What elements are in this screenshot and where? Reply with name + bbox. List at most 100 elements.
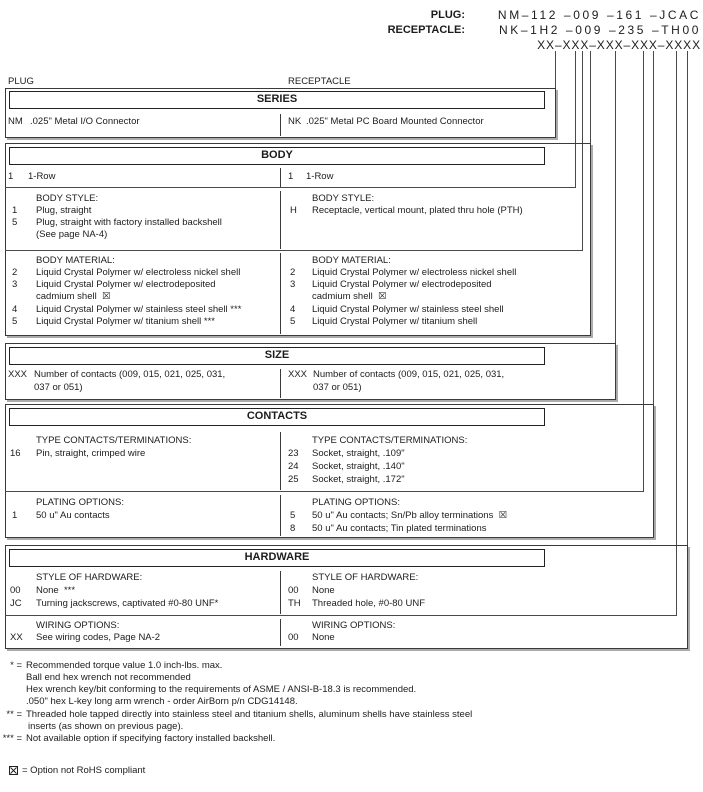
series-section-box xyxy=(5,88,556,138)
footnote-line-1d: .050" hex L-key long arm wrench - order … xyxy=(26,696,298,707)
body-material-recep-code-3: 4 xyxy=(290,304,296,315)
column-divider-hardware-wiring xyxy=(280,619,281,646)
hardware-title: HARDWARE xyxy=(244,551,310,563)
series-plug-code: NM xyxy=(8,116,23,127)
contacts-type-recep-desc-2: Socket, straight, .140" xyxy=(312,461,405,472)
contacts-plating-recep-code-1: 5 xyxy=(290,510,296,521)
hardware-style-recep-desc-1: None xyxy=(312,585,335,596)
column-divider-body-style xyxy=(280,191,281,249)
connector-line-series xyxy=(555,51,556,88)
footnote-line-3a: Not available option if specifying facto… xyxy=(26,733,276,744)
body-material-plug-code-1: 2 xyxy=(12,267,18,278)
hardware-header: HARDWARE xyxy=(9,549,545,567)
connector-line-contacts-plating xyxy=(653,51,654,404)
contacts-type-plug-header: TYPE CONTACTS/TERMINATIONS: xyxy=(36,435,192,446)
hardware-wiring-plug-code-1: XX xyxy=(10,632,23,643)
body-material-plug-desc-2: Liquid Crystal Polymer w/ electrodeposit… xyxy=(36,279,216,290)
body-style-recep-header: BODY STYLE: xyxy=(312,193,375,204)
divider-hardware-style xyxy=(5,615,677,616)
hardware-style-recep-header: STYLE OF HARDWARE: xyxy=(312,572,419,583)
rohs-legend-text: = Option not RoHS compliant xyxy=(22,765,146,776)
size-plug-desc-1: Number of contacts (009, 015, 021, 025, … xyxy=(34,369,226,380)
hardware-wiring-plug-desc-1: See wiring codes, Page NA-2 xyxy=(36,632,161,643)
body-style-plug-code-2: 5 xyxy=(12,217,18,228)
hardware-style-plug-desc-1: None *** xyxy=(36,585,76,596)
contacts-type-recep-code-1: 23 xyxy=(288,448,299,459)
body-row-plug-code: 1 xyxy=(8,171,14,182)
series-recep-desc: .025" Metal PC Board Mounted Connector xyxy=(306,116,484,127)
contacts-plating-recep-desc-2: 50 u" Au contacts; Tin plated terminatio… xyxy=(312,523,487,534)
size-recep-desc-1: Number of contacts (009, 015, 021, 025, … xyxy=(313,369,505,380)
connector-line-hardware-style xyxy=(676,51,677,615)
contacts-type-plug-desc-1: Pin, straight, crimped wire xyxy=(36,448,146,459)
receptacle-part-number-value: NK–1H2 –009 –235 –TH00 xyxy=(499,23,701,37)
size-section-box xyxy=(5,343,616,400)
footnote-marker-2: ** = xyxy=(6,709,22,720)
column-divider-body-material xyxy=(280,253,281,334)
contacts-plating-plug-desc-1: 50 u" Au contacts xyxy=(36,510,110,521)
connector-line-contacts-type xyxy=(643,51,644,492)
hardware-wiring-recep-desc-1: None xyxy=(312,632,335,643)
body-material-recep-code-1: 2 xyxy=(290,267,296,278)
hardware-wiring-recep-header: WIRING OPTIONS: xyxy=(312,620,396,631)
connector-line-body-row xyxy=(575,51,576,188)
footnote-line-1b: Ball end hex wrench not recommended xyxy=(26,672,191,683)
plug-column-label: PLUG xyxy=(8,76,34,87)
contacts-header: CONTACTS xyxy=(9,408,545,426)
body-style-plug-code-1: 1 xyxy=(12,205,18,216)
contacts-plating-recep-code-2: 8 xyxy=(290,523,296,534)
hardware-wiring-recep-code-1: 00 xyxy=(288,632,299,643)
divider-body-style xyxy=(5,250,583,251)
column-divider-series xyxy=(280,114,281,136)
contacts-section-box xyxy=(5,404,654,538)
body-row-recep-desc: 1-Row xyxy=(306,171,334,182)
body-material-plug-code-3: 4 xyxy=(12,304,18,315)
body-material-recep-desc-3: Liquid Crystal Polymer w/ stainless stee… xyxy=(312,304,504,315)
body-material-plug-header: BODY MATERIAL: xyxy=(36,255,115,266)
body-title: BODY xyxy=(261,149,293,161)
body-material-recep-code-2: 3 xyxy=(290,279,296,290)
footnote-marker-3: *** = xyxy=(2,733,22,744)
contacts-type-recep-desc-1: Socket, straight, .109" xyxy=(312,448,405,459)
footnote-line-1c: Hex wrench key/bit conforming to the req… xyxy=(26,684,417,695)
connector-line-hardware-wiring xyxy=(687,51,688,545)
receptacle-part-number-label: RECEPTACLE: xyxy=(387,24,465,36)
contacts-type-plug-code-1: 16 xyxy=(10,448,21,459)
body-section-box xyxy=(5,143,591,336)
hardware-wiring-plug-header: WIRING OPTIONS: xyxy=(36,620,120,631)
body-material-recep-header: BODY MATERIAL: xyxy=(312,255,391,266)
body-material-recep-desc-1: Liquid Crystal Polymer w/ electroless ni… xyxy=(312,267,517,278)
body-material-plug-code-4: 5 xyxy=(12,316,18,327)
connector-line-body-style xyxy=(582,51,583,250)
size-title: SIZE xyxy=(264,349,290,361)
footnote-line-1a: Recommended torque value 1.0 inch-lbs. m… xyxy=(26,660,223,671)
column-divider-size xyxy=(280,369,281,398)
contacts-plating-recep-header: PLATING OPTIONS: xyxy=(312,497,400,508)
body-style-plug-desc-1: Plug, straight xyxy=(36,205,92,216)
hardware-style-plug-code-1: 00 xyxy=(10,585,21,596)
column-divider-contacts-plating xyxy=(280,495,281,536)
hardware-style-recep-code-1: 00 xyxy=(288,585,299,596)
size-plug-code: XXX xyxy=(8,369,28,380)
contacts-type-recep-code-3: 25 xyxy=(288,474,299,485)
body-style-plug-header: BODY STYLE: xyxy=(36,193,99,204)
body-material-recep-desc-4: Liquid Crystal Polymer w/ titanium shell xyxy=(312,316,478,327)
hardware-style-recep-desc-2: Threaded hole, #0-80 UNF xyxy=(312,598,426,609)
column-divider-contacts-type xyxy=(280,432,281,490)
contacts-type-recep-desc-3: Socket, straight, .172" xyxy=(312,474,405,485)
part-number-mask: XX–XXX–XXX–XXX–XXXX xyxy=(537,38,701,52)
body-material-plug-desc-4: Liquid Crystal Polymer w/ titanium shell… xyxy=(36,316,215,327)
series-title: SERIES xyxy=(256,93,298,105)
hardware-style-plug-desc-2: Turning jackscrews, captivated #0-80 UNF… xyxy=(36,598,219,609)
body-material-plug-desc-3: Liquid Crystal Polymer w/ stainless stee… xyxy=(36,304,242,315)
body-style-plug-note: (See page NA-4) xyxy=(36,229,108,240)
connector-line-size xyxy=(615,51,616,343)
divider-contacts-type xyxy=(5,491,644,492)
body-material-recep-desc-2: Liquid Crystal Polymer w/ electrodeposit… xyxy=(312,279,492,290)
contacts-type-recep-code-2: 24 xyxy=(288,461,299,472)
body-style-plug-desc-2: Plug, straight with factory installed ba… xyxy=(36,217,222,228)
body-row-plug-desc: 1-Row xyxy=(28,171,56,182)
body-material-plug-desc-1: Liquid Crystal Polymer w/ electroless ni… xyxy=(36,267,241,278)
body-style-recep-desc-1: Receptacle, vertical mount, plated thru … xyxy=(312,205,523,216)
